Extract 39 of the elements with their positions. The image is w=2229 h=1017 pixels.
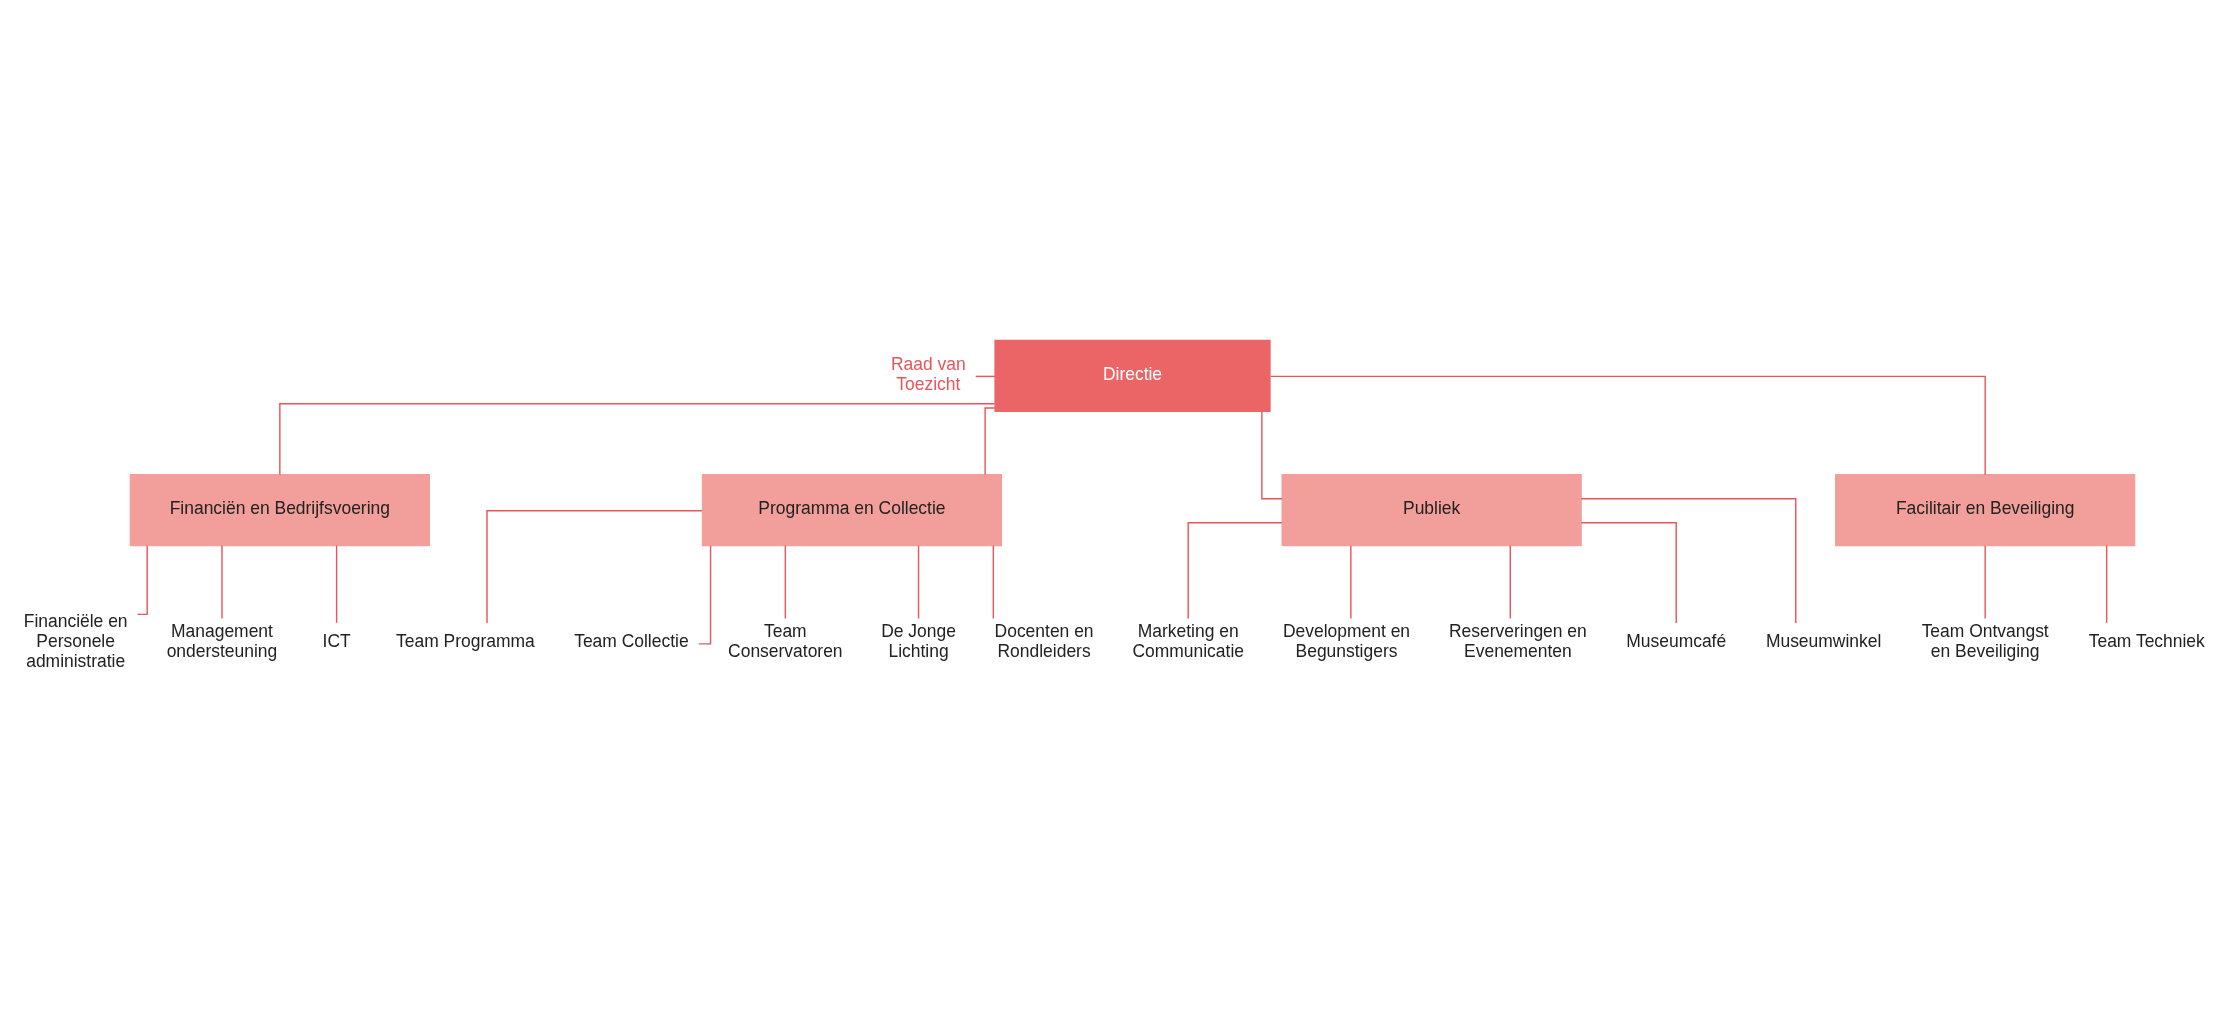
connector [1261, 410, 1283, 500]
node-text: Team Conservatoren [728, 621, 843, 661]
node-box: Facilitair en Beveiliging [1835, 474, 2136, 547]
node-text: Team Techniek [2088, 630, 2205, 651]
node-box: Programma en Collectie [701, 474, 1003, 547]
connector [1509, 545, 1511, 620]
node-text: Development en Begunstigers [1282, 621, 1411, 661]
connector [992, 545, 994, 620]
connector [1580, 497, 1797, 624]
node-text: Management ondersteuning [166, 621, 278, 661]
connector [335, 545, 338, 624]
node-box: Directie [994, 339, 1271, 412]
node-text: Museumwinkel [1765, 630, 1882, 651]
node-text: Financiële en Personele administratie [23, 611, 128, 671]
connector [221, 545, 223, 620]
connector [2105, 545, 2108, 624]
connector [975, 375, 996, 378]
node-text: Team Collectie [574, 630, 689, 651]
connector [486, 509, 703, 624]
connector [1187, 522, 1283, 620]
connector [1984, 545, 1986, 620]
node-text: De Jonge Lichting [881, 621, 956, 661]
node-text: Team Ontvangst en Beveiliging [1921, 621, 2049, 661]
node-text: Raad van Toezicht [890, 354, 966, 394]
connector [1269, 375, 1986, 476]
connector [1350, 545, 1352, 620]
node-text: Museumcafé [1626, 630, 1727, 651]
node-text: ICT [322, 630, 351, 651]
node-text: Marketing en Communicatie [1132, 621, 1244, 661]
node-text: Team Programma [396, 630, 535, 651]
node-text: Docenten en Rondleiders [994, 621, 1094, 661]
connector [917, 545, 920, 620]
connector [279, 403, 996, 476]
node-box: Publiek [1281, 474, 1582, 547]
connector [784, 545, 787, 620]
node-text: Reserveringen en Evenementen [1449, 621, 1587, 661]
connector [984, 407, 996, 476]
node-box: Financiën en Bedrijfsvoering [129, 474, 430, 547]
connector [1580, 522, 1677, 624]
